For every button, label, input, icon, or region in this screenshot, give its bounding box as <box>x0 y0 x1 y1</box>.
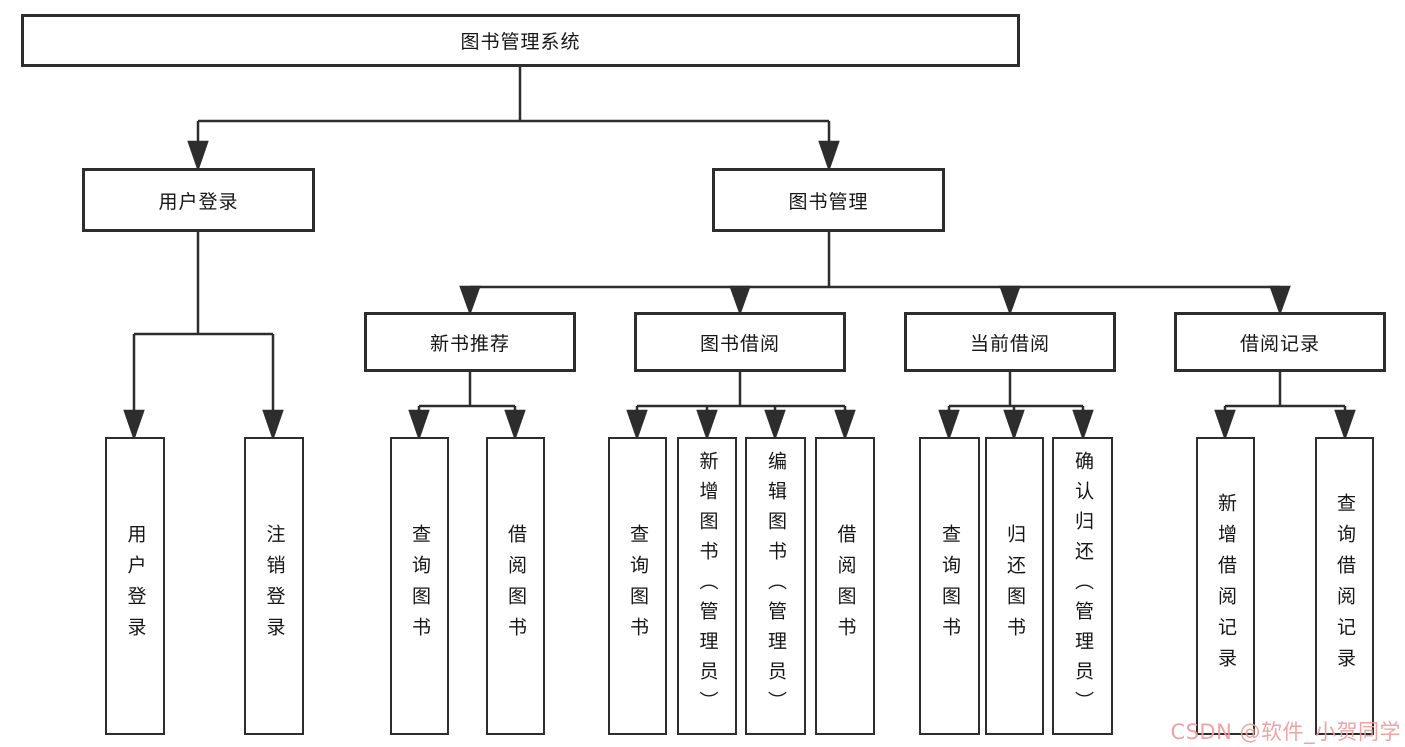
leaf-query-books-borrow: 查询图书 <box>608 437 667 735</box>
node-label: 图书管理 <box>788 190 869 213</box>
leaf-borrow-books: 借阅图书 <box>815 437 875 735</box>
node-label: 用户登录 <box>158 190 239 213</box>
node-label: 查询借阅记录 <box>1334 493 1356 679</box>
leaf-edit-books-admin: 编辑图书（管理员） <box>745 437 806 735</box>
node-new-book-recommendation: 新书推荐 <box>364 312 576 372</box>
leaf-query-books-current: 查询图书 <box>919 437 980 735</box>
leaf-return-books: 归还图书 <box>985 437 1044 735</box>
node-label: 借阅图书 <box>505 524 527 648</box>
leaf-borrow-books-recommend: 借阅图书 <box>486 437 545 735</box>
node-label: 借阅图书 <box>834 524 857 648</box>
node-book-borrowing: 图书借阅 <box>634 312 846 372</box>
node-label: 图书管理系统 <box>460 31 581 53</box>
node-root-library-system: 图书管理系统 <box>21 14 1020 67</box>
leaf-confirm-return-admin: 确认归还（管理员） <box>1052 437 1113 735</box>
node-label: 归还图书 <box>1004 524 1026 648</box>
node-user-login: 用户登录 <box>82 168 315 232</box>
node-label: 新书推荐 <box>429 332 510 355</box>
node-label: 查询图书 <box>627 524 649 648</box>
node-label: 用户登录 <box>124 524 147 648</box>
node-label: 图书借阅 <box>699 332 780 355</box>
node-book-management: 图书管理 <box>712 168 945 232</box>
node-label: 查询图书 <box>939 524 961 648</box>
node-label: 借阅记录 <box>1239 332 1320 355</box>
leaf-user-login: 用户登录 <box>105 437 165 735</box>
node-label: 注销登录 <box>263 524 286 648</box>
leaf-query-borrow-record: 查询借阅记录 <box>1315 437 1374 735</box>
leaf-add-books-admin: 新增图书（管理员） <box>677 437 737 735</box>
node-label: 确认归还（管理员） <box>1072 451 1094 721</box>
node-label: 新增借阅记录 <box>1215 493 1237 679</box>
node-current-borrowing: 当前借阅 <box>904 312 1116 372</box>
node-label: 新增图书（管理员） <box>696 451 719 721</box>
node-label: 编辑图书（管理员） <box>765 451 787 721</box>
leaf-logout: 注销登录 <box>244 437 304 735</box>
leaf-add-borrow-record: 新增借阅记录 <box>1196 437 1255 735</box>
node-borrowing-records: 借阅记录 <box>1174 312 1386 372</box>
leaf-query-books-recommend: 查询图书 <box>390 437 449 735</box>
node-label: 当前借阅 <box>969 332 1050 355</box>
csdn-watermark: CSDN @软件_小贺同学 <box>1170 720 1401 744</box>
node-label: 查询图书 <box>409 524 431 648</box>
